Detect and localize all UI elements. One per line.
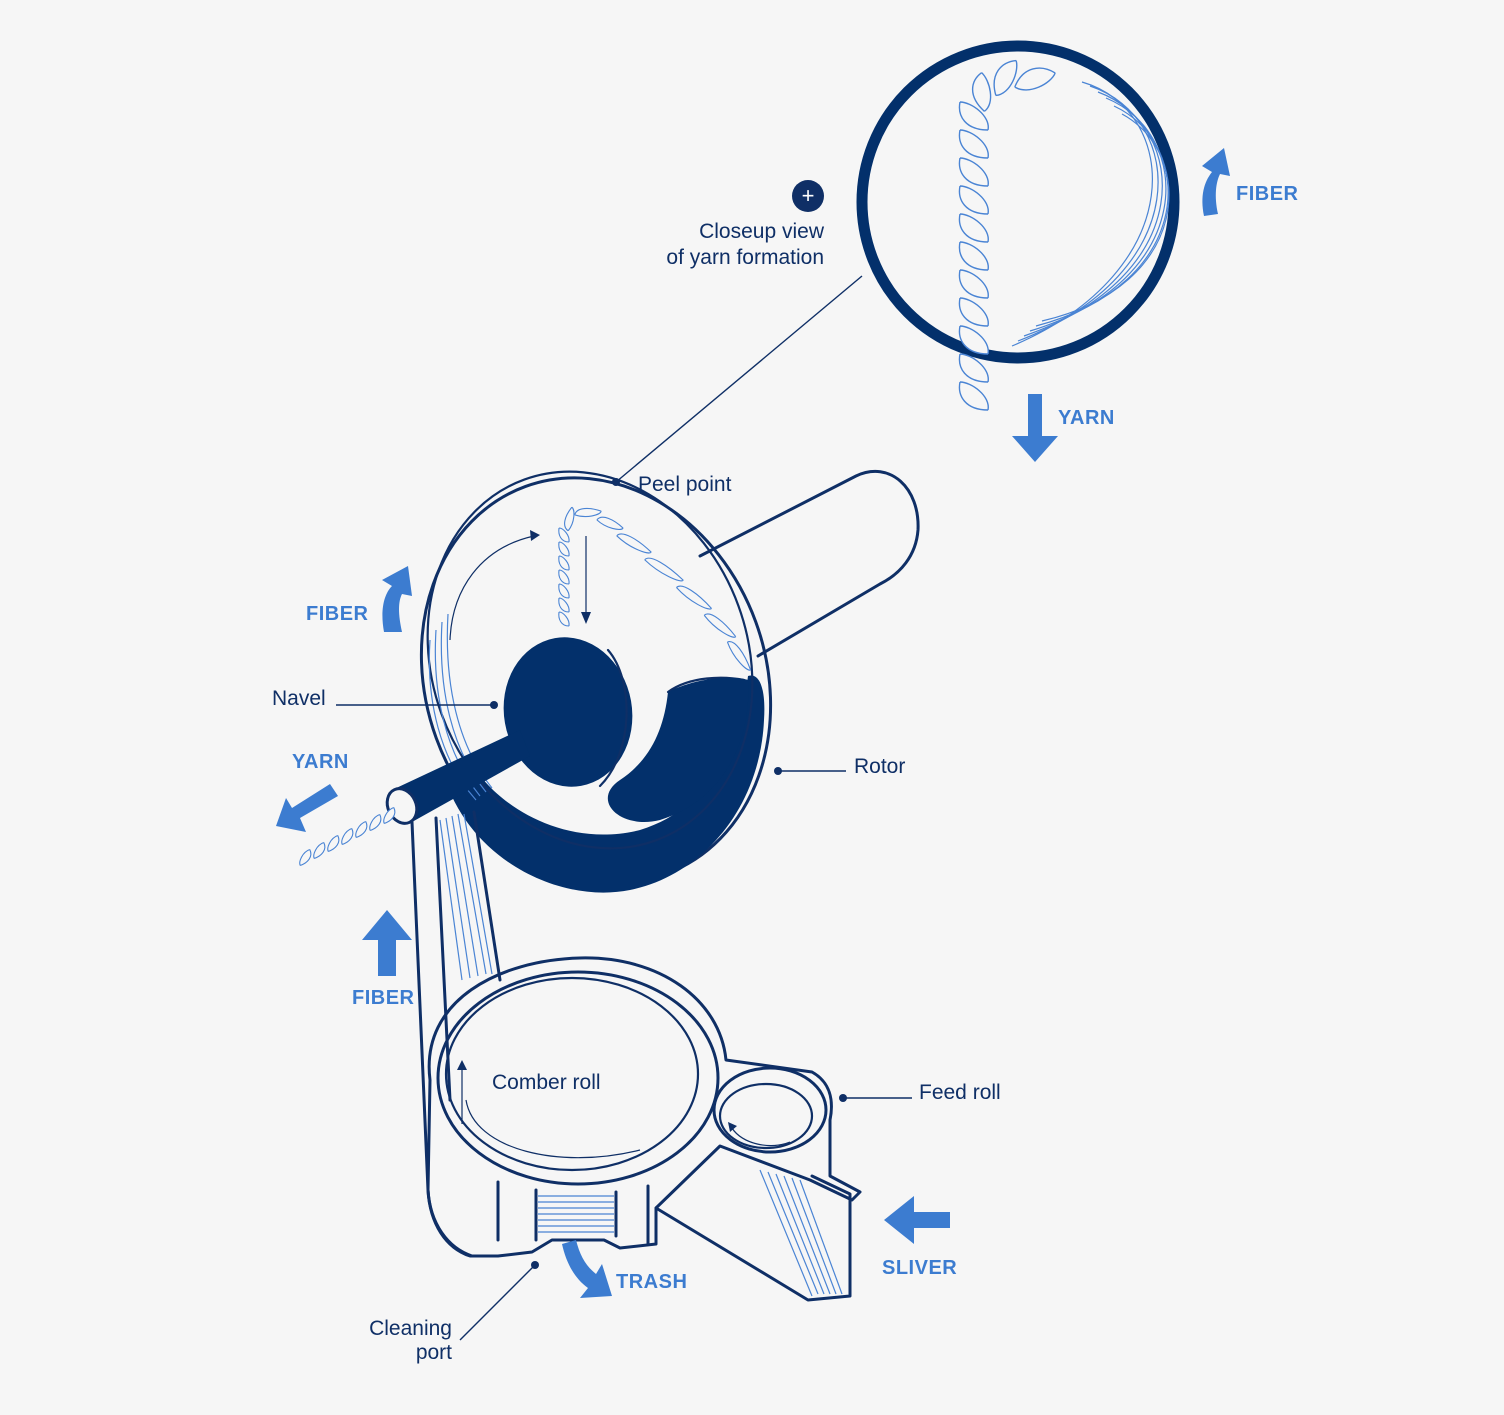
comber-roll-label: Comber roll [492, 1071, 601, 1094]
sliver-label: SLIVER [882, 1257, 957, 1279]
rotor-yarn [558, 506, 752, 671]
closeup-circle [856, 40, 1180, 364]
yarn-segment [958, 325, 989, 355]
plus-marker-icon [792, 180, 824, 212]
yarn-segment [558, 597, 570, 613]
yarn-segment [958, 157, 989, 187]
closeup-yarn-arrow-icon [1012, 394, 1058, 462]
yarn-segment [993, 59, 1018, 97]
feed-roll-label: Feed roll [919, 1081, 1001, 1104]
feed-roll-callout: Feed roll [839, 1081, 1001, 1104]
yarn-segment [958, 101, 989, 131]
trash-arrow-icon [562, 1240, 612, 1298]
rotor-label: Rotor [854, 755, 905, 778]
yarn-segment [958, 241, 989, 271]
rotation-arrow-icon [449, 535, 535, 641]
sliver-arrow-icon [884, 1196, 950, 1244]
comber-roll [444, 976, 700, 1172]
closeup-fiber-lines [1011, 81, 1170, 347]
yarn-segment [958, 297, 989, 327]
yarn-segment [596, 516, 624, 530]
closeup-leader-line [615, 275, 863, 483]
outgoing-yarn [299, 807, 396, 866]
cleaning-port-callout: Cleaning port [369, 1261, 539, 1364]
yarn-segment [958, 213, 989, 243]
yarn-segment [383, 807, 396, 824]
closeup-yarn [958, 59, 1056, 411]
navel-disc [503, 637, 633, 787]
rotor-shaft [698, 469, 920, 658]
yarn-segment [313, 842, 326, 859]
plus-sign: + [802, 183, 815, 208]
yarn-segment [616, 533, 652, 554]
yarn-segment [644, 557, 684, 582]
yarn-segment [341, 828, 354, 845]
rotor-fiber-arrow-icon [382, 566, 412, 632]
rotor [385, 470, 773, 893]
fiber-up-label: FIBER [352, 987, 415, 1009]
yarn-segment [676, 585, 712, 610]
yarn-segment [558, 555, 570, 571]
yarn-segment [355, 821, 368, 838]
channel-fibers [439, 813, 493, 981]
peel-point-label: Peel point [638, 473, 732, 496]
fiber-channel [410, 810, 502, 1258]
closeup-marker: + Closeup view of yarn formation [615, 180, 863, 483]
trash-fibers [538, 1195, 614, 1233]
rotor-fiber-label: FIBER [306, 603, 369, 625]
feed-roll [712, 1066, 828, 1154]
yarn-out-arrow-icon [276, 784, 338, 832]
yarn-segment [558, 569, 570, 585]
yarn-segment [958, 129, 989, 159]
yarn-segment [958, 381, 989, 411]
cleaning-port-label-line1: Cleaning [369, 1317, 452, 1340]
yarn-out-label: YARN [292, 751, 349, 773]
yarn-segment [558, 527, 570, 543]
yarn-segment [558, 583, 570, 599]
yarn-segment [327, 835, 340, 852]
yarn-segment [574, 507, 602, 518]
yarn-segment [564, 506, 575, 532]
yarn-segment [299, 849, 312, 866]
navel-callout: Navel [272, 687, 498, 710]
closeup-view [856, 40, 1180, 411]
closeup-fiber-label: FIBER [1236, 183, 1299, 205]
navel-label: Navel [272, 687, 326, 710]
trash-label: TRASH [616, 1271, 687, 1293]
yarn-segment [1014, 67, 1056, 91]
closeup-fiber-arrow-icon [1202, 148, 1230, 216]
yarn-segment [958, 353, 989, 383]
rotor-callout: Rotor [774, 755, 905, 778]
yarn-segment [369, 814, 382, 831]
cleaning-port-label-line2: port [416, 1341, 452, 1364]
yarn-segment [958, 269, 989, 299]
closeup-label-line1: Closeup view [699, 220, 825, 243]
yarn-segment [726, 641, 752, 671]
comber-housing [426, 956, 862, 1302]
yarn-segment [558, 541, 570, 557]
yarn-segment [958, 185, 989, 215]
yarn-segment [703, 613, 737, 638]
closeup-label-line2: of yarn formation [666, 246, 824, 269]
fiber-up-arrow-icon [362, 910, 412, 976]
closeup-yarn-label: YARN [1058, 407, 1115, 429]
rotation-arrowhead [530, 530, 540, 541]
peel-point-callout: Peel point [612, 473, 732, 496]
yarn-segment [971, 72, 992, 112]
sliver-fibers [759, 1169, 843, 1297]
yarn-segment [558, 611, 570, 627]
